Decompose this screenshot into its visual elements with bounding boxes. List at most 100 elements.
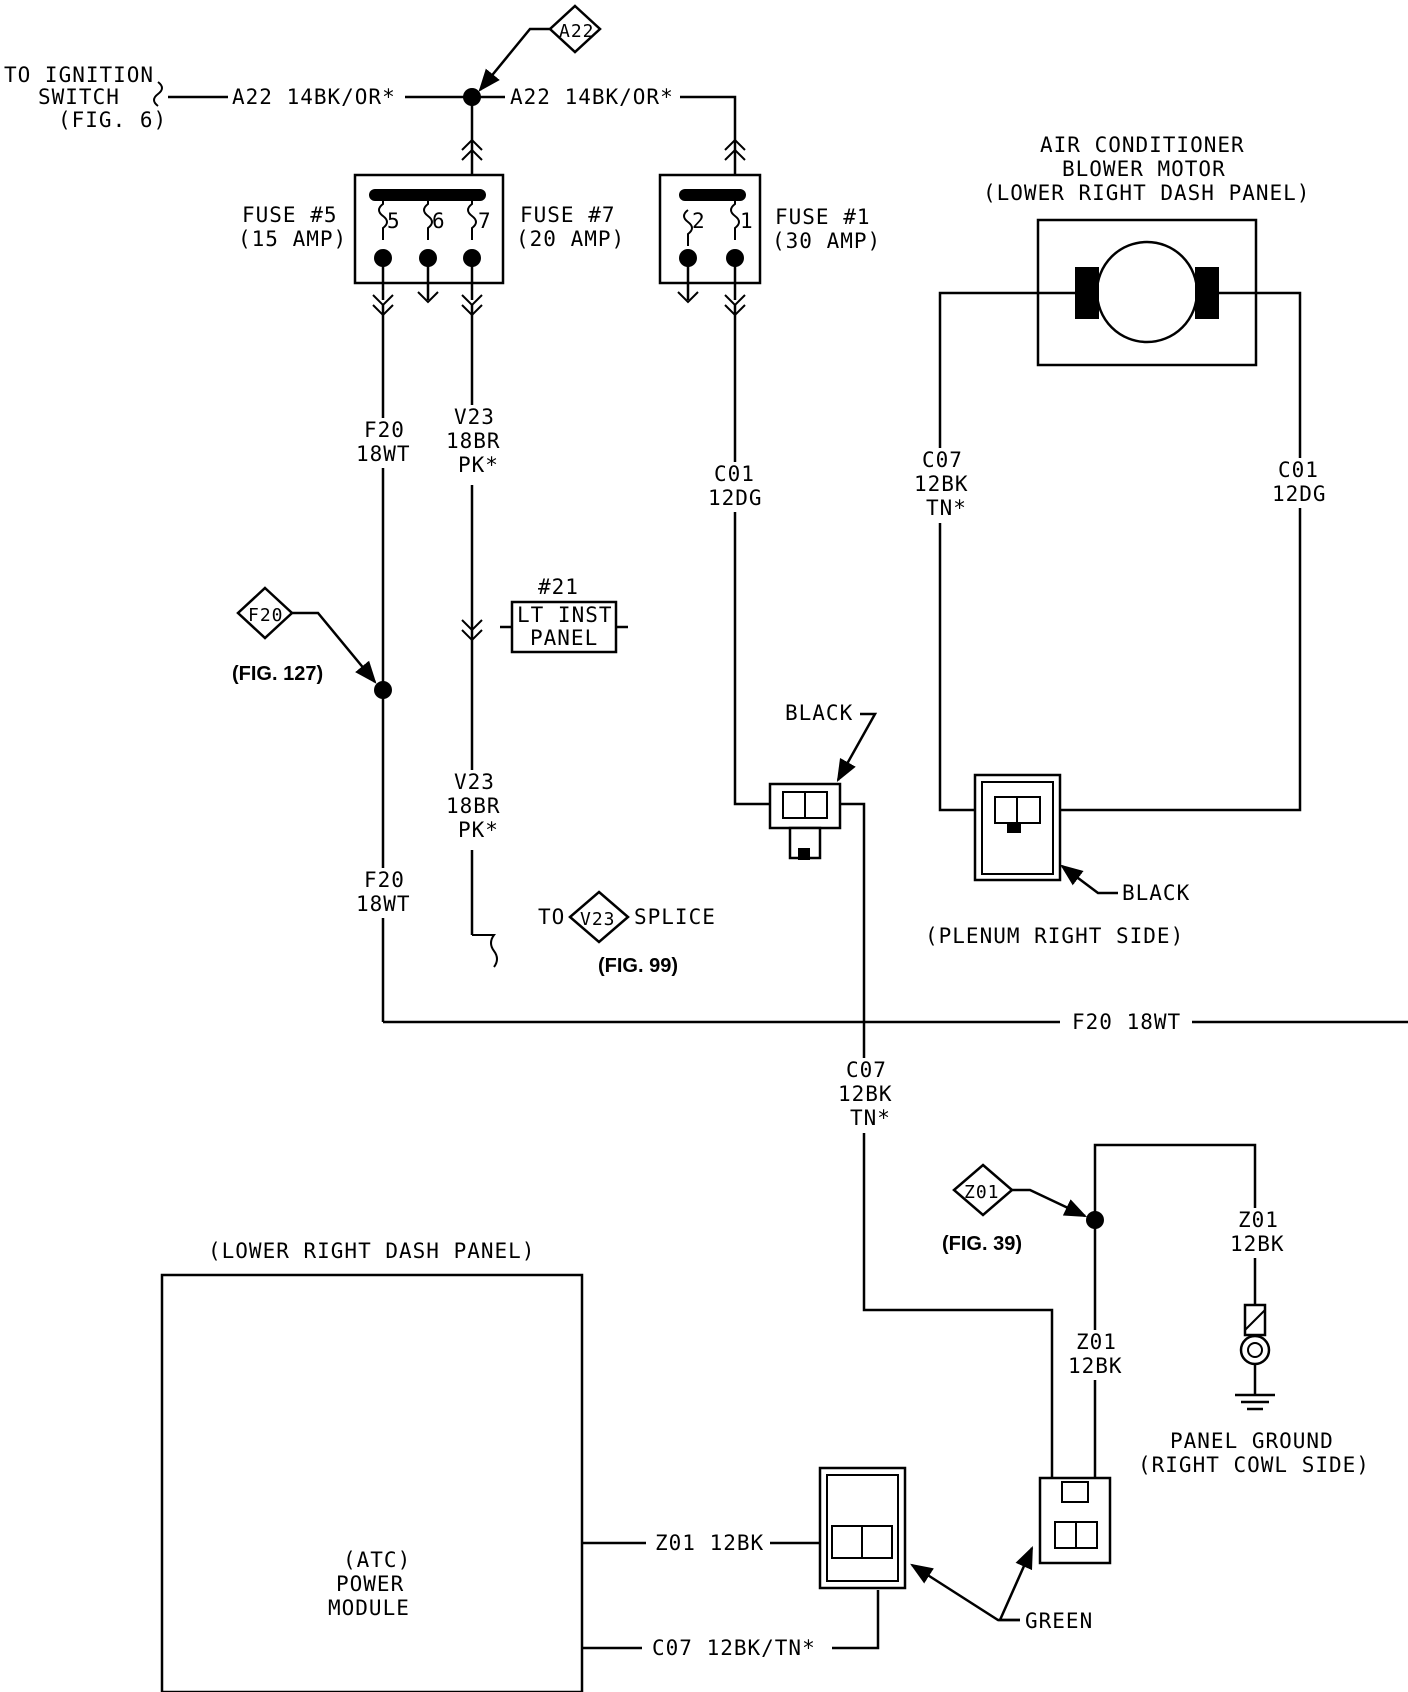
splice-label: SPLICE <box>634 905 716 929</box>
ground-label-line2: (RIGHT COWL SIDE) <box>1138 1453 1370 1477</box>
module-line3: MODULE <box>328 1596 410 1620</box>
wire-c07-label-bg <box>908 448 980 523</box>
fuse-5-amp: (15 AMP) <box>238 227 347 251</box>
ignition-switch-reference: TO IGNITION SWITCH (FIG. 6) <box>4 63 167 132</box>
green-connector-left-inner <box>826 1474 899 1582</box>
black-connector-2-latch <box>1007 823 1021 833</box>
wire-c07-mid-tracer: TN* <box>850 1106 891 1130</box>
green-connector-right-body <box>1038 1476 1112 1565</box>
power-module-box <box>160 1273 584 1692</box>
wire-c01-gauge: 12DG <box>708 486 763 510</box>
splice-z01 <box>1086 1211 1104 1229</box>
fuse-6-element <box>423 198 433 240</box>
black-label-1: BLACK <box>785 701 853 725</box>
f20-diamond <box>236 586 294 640</box>
ground-eyelet <box>1239 1334 1271 1366</box>
ignition-label-line1: TO IGNITION <box>4 63 154 87</box>
panel-ground: PANEL GROUND (RIGHT COWL SIDE) <box>1138 1303 1370 1477</box>
blower-brush-left <box>1075 267 1099 319</box>
wire-v23-label-bg <box>440 405 510 485</box>
fuse-1-amp: (30 AMP) <box>772 229 881 253</box>
module-line2: POWER <box>336 1572 404 1596</box>
fuse-7-amp: (20 AMP) <box>516 227 625 251</box>
wire-v23-tracer: PK* <box>458 453 499 477</box>
black-pointer-2 <box>1060 864 1118 895</box>
wire-v23-gauge2: 18BR <box>446 794 501 818</box>
z01-reference: Z01 (FIG. 39) <box>942 1163 1088 1255</box>
f20-reference: F20 (FIG. 127) <box>232 586 377 685</box>
fuse-2-arrow <box>677 291 699 304</box>
lt-panel-line1: LT INST <box>517 603 613 627</box>
green-connector-right <box>1038 1476 1112 1565</box>
fuse-block-right: 2 1 <box>658 173 762 285</box>
wire-f20-name2: F20 <box>364 868 405 892</box>
fuse-7-element <box>467 198 477 240</box>
fuse-pin-5: 5 <box>387 209 401 233</box>
z01-reference-label: Z01 <box>964 1182 1000 1203</box>
black-connector-1-tab <box>788 826 822 860</box>
black-label-2: BLACK <box>1122 881 1190 905</box>
lt-panel-number: #21 <box>538 575 579 599</box>
ignition-label-line3: (FIG. 6) <box>58 108 167 132</box>
wire-c01-right-label-bg <box>1268 458 1332 508</box>
wire-z01-a-gauge: 12BK <box>1230 1232 1285 1256</box>
blower-label-line3: (LOWER RIGHT DASH PANEL) <box>983 181 1310 205</box>
wire-z01-a-name: Z01 <box>1238 1208 1279 1232</box>
wire-f20-label-bg <box>352 418 414 468</box>
a22-diamond <box>548 4 602 54</box>
atc-power-module: (LOWER RIGHT DASH PANEL) (ATC) POWER MOD… <box>160 1239 584 1692</box>
blower-motor: AIR CONDITIONER BLOWER MOTOR (LOWER RIGH… <box>983 133 1310 367</box>
green-label: GREEN <box>1025 1609 1093 1633</box>
black-connector-2-inner <box>981 781 1054 875</box>
lt-panel-box <box>510 600 618 654</box>
fuse-pin-6: 6 <box>432 209 446 233</box>
black-connector-2: BLACK (PLENUM RIGHT SIDE) <box>925 773 1190 948</box>
wire-c07-mid-label-bg <box>832 1058 904 1133</box>
black-pointer-1 <box>836 712 878 782</box>
wire-c07-module-label: C07 12BK/TN* <box>652 1636 816 1660</box>
lt-panel-line2: PANEL <box>530 626 598 650</box>
wire-c07-blower <box>938 291 1075 812</box>
plenum-label: (PLENUM RIGHT SIDE) <box>925 924 1184 948</box>
wire-break-symbol <box>153 81 163 107</box>
v23-reference-label: V23 <box>580 909 616 930</box>
connector-symbol-v23-lt <box>461 619 483 642</box>
splice-fig: (FIG. 99) <box>598 955 678 977</box>
ignition-label-line2: SWITCH <box>38 85 120 109</box>
splice-f20 <box>374 681 392 699</box>
wire-c07-tracer: TN* <box>926 496 967 520</box>
black-connector-1: BLACK <box>768 701 878 860</box>
ground-eyelet-hole <box>1247 1342 1263 1358</box>
fuse-5-label: FUSE #5 <box>242 203 338 227</box>
z01-fig-label: (FIG. 39) <box>942 1233 1022 1255</box>
fuse-block-left: 5 6 7 <box>353 173 505 285</box>
blower-label-line1: AIR CONDITIONER <box>1040 133 1245 157</box>
wire-c07-name: C07 <box>922 448 963 472</box>
v23-splice-reference: TO V23 SPLICE (FIG. 99) <box>538 890 716 977</box>
wire-f20-gauge: 18WT <box>356 442 411 466</box>
z01-diamond <box>952 1163 1014 1217</box>
fuse-pin-2: 2 <box>692 209 706 233</box>
module-line1: (ATC) <box>343 1548 411 1572</box>
wire-v23-end <box>472 934 498 968</box>
wire-v23-tracer2: PK* <box>458 818 499 842</box>
fuse-7-label: FUSE #7 <box>520 203 616 227</box>
lt-inst-panel: #21 LT INST PANEL <box>500 575 628 654</box>
blower-label-line2: BLOWER MOTOR <box>1062 157 1226 181</box>
fuse-pin-7: 7 <box>478 209 492 233</box>
green-pointer-right <box>998 1545 1034 1622</box>
wire-a22-right <box>680 95 737 140</box>
wire-c07-gauge: 12BK <box>914 472 969 496</box>
fuse-1-label: FUSE #1 <box>775 205 871 229</box>
green-connector-right-latch <box>1061 1481 1089 1503</box>
ground-label-line1: PANEL GROUND <box>1170 1429 1334 1453</box>
fuse-6-arrow <box>417 291 439 304</box>
fuse-2-element <box>683 209 693 246</box>
wire-z01-a-label-bg <box>1222 1208 1292 1258</box>
v23-diamond <box>568 890 630 944</box>
fuse-1-element <box>730 198 740 240</box>
wire-c01-name: C01 <box>714 462 755 486</box>
wire-f20-horizontal-label: F20 18WT <box>1072 1010 1181 1034</box>
